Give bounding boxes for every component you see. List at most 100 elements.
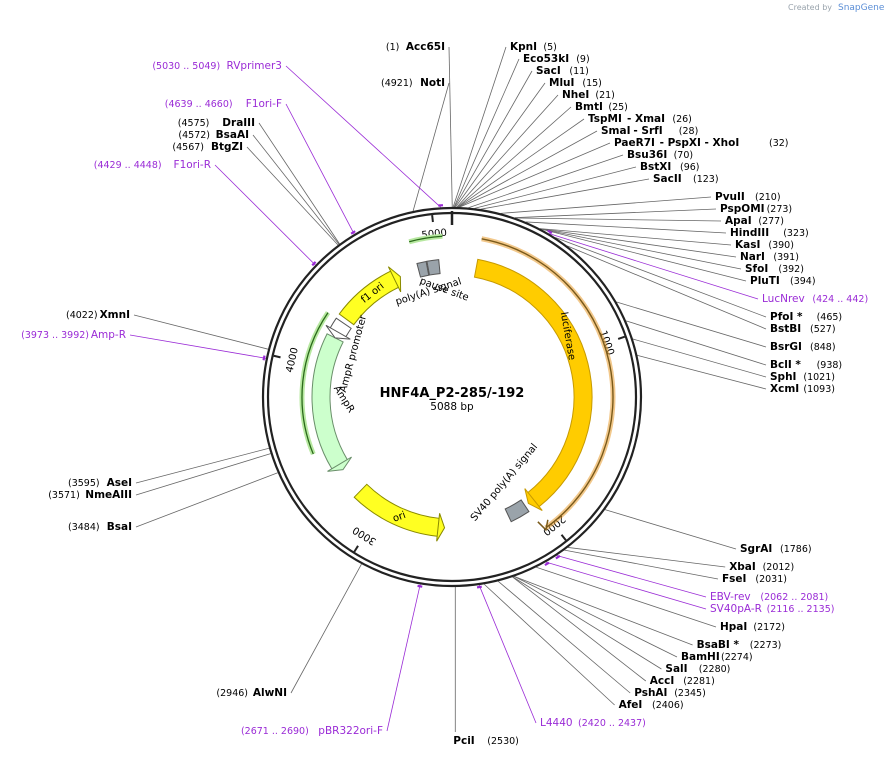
label-position: (1) [386, 42, 399, 53]
enzyme-eco53ki: Eco53kI (9) [523, 53, 590, 65]
label-position: (2281) [683, 676, 715, 687]
label-name: PfoI * [770, 311, 803, 323]
label-position: (391) [773, 252, 799, 263]
enzyme-pluti: PluTI(394) [750, 275, 816, 287]
enzyme-pcii: PciI(2530) [453, 735, 519, 747]
label-position: (2406) [652, 700, 684, 711]
leader-line [246, 146, 339, 246]
label-position: (3571) [48, 490, 80, 501]
leader-line [457, 106, 572, 208]
label-name: AfeI [619, 699, 643, 711]
leader-line [540, 228, 747, 282]
leader-line [474, 166, 637, 209]
label-name: NotI [420, 77, 445, 89]
leader-line [632, 338, 767, 378]
label-name: AccI [650, 675, 674, 687]
enzyme-acc65i: Acc65I (1) [386, 41, 445, 53]
label-name: HpaI [720, 621, 747, 633]
feature-ori [353, 483, 446, 542]
enzyme-bstxi: BstXI(96) [640, 161, 700, 173]
ruler-tick-label: 3000 [351, 524, 378, 547]
label-name: SphI [770, 371, 796, 383]
enzyme-acci: AccI (2281) [650, 675, 715, 687]
label-name: NarI [740, 251, 765, 263]
primer-sv40pa-r: SV40pA-R(2116 .. 2135) [710, 603, 834, 615]
label-extra: - PspXI - XhoI [660, 137, 740, 149]
label-name: ApaI [725, 215, 752, 227]
label-position: (28) [679, 126, 699, 137]
feature-luciferase [473, 258, 593, 511]
leader-line [412, 82, 450, 212]
enzyme-bsrgi: BsrGI(848) [770, 341, 836, 353]
leader-line [514, 208, 717, 219]
ruler-tick [560, 534, 567, 541]
enzyme-bsabi: BsaBI *(2273) [697, 639, 782, 651]
leader-line [285, 65, 442, 208]
enzyme-bamhi: BamHI(2274) [681, 651, 753, 663]
primer-site-mark [350, 230, 356, 235]
label-position: (123) [693, 174, 719, 185]
leader-line [386, 584, 421, 732]
label-extra: - SrfI [633, 125, 662, 137]
label-name: HindIII [730, 227, 769, 239]
label-name: RVprimer3 [227, 60, 283, 72]
label-position: (4567) [172, 142, 204, 153]
enzyme-bsaai: BsaAI(4572) [178, 129, 249, 141]
label-name: SgrAI [740, 543, 772, 555]
primer-rvprimer3: RVprimer3(5030 .. 5049) [152, 60, 282, 72]
primer-site-mark [417, 584, 423, 588]
label-name: BsaI [107, 521, 132, 533]
plasmid-name: HNF4A_P2-285/-192 [380, 386, 525, 401]
leader-line [536, 566, 717, 628]
leader-line [214, 164, 316, 266]
enzyme-bcli: BclI *(938) [770, 359, 842, 371]
leader-lines [129, 46, 767, 732]
label-name: Acc65I [406, 41, 445, 53]
label-position: (4429 .. 4448) [94, 160, 162, 171]
enzyme-asei: AseI(3595) [68, 477, 132, 489]
label-name: Eco53kI [523, 53, 569, 65]
enzyme-nari: NarI (391) [740, 251, 799, 263]
label-name: EBV-rev [710, 591, 751, 603]
leader-line [525, 221, 727, 234]
leader-line [133, 314, 269, 350]
label-position: (4022) [66, 310, 98, 321]
leader-line [515, 217, 722, 222]
enzyme-xmni: XmnI(4022) [66, 309, 130, 321]
label-name: BstBI [770, 323, 801, 335]
label-position: (424 .. 442) [812, 294, 868, 305]
label-name: SmaI [601, 125, 631, 137]
label-position: (9) [576, 54, 589, 65]
primer-site-mark [547, 229, 553, 234]
primer-l4440: L4440(2420 .. 2437) [540, 717, 646, 729]
label-name: PciI [453, 735, 474, 747]
label-name: XbaI [729, 561, 756, 573]
label-name: PvuII [715, 191, 745, 203]
label-position: (1786) [780, 544, 812, 555]
leader-line [497, 580, 631, 694]
label-name: BstXI [640, 161, 671, 173]
enzyme-pfoi: PfoI *(465) [770, 311, 842, 323]
label-extra: - XmaI [627, 113, 665, 125]
enzyme-bstbi: BstBI(527) [770, 323, 836, 335]
label-position: (392) [778, 264, 804, 275]
feature-f1-ori [338, 266, 402, 326]
label-name: Amp-R [91, 329, 126, 341]
label-name: BclI * [770, 359, 801, 371]
leader-line [252, 134, 340, 245]
ruler-tick [273, 354, 281, 359]
leader-line [290, 563, 362, 694]
label-position: (2116 .. 2135) [767, 604, 835, 615]
primer-site-mark [544, 561, 550, 566]
enzyme-hpai: HpaI(2172) [720, 621, 785, 633]
leader-line [500, 196, 712, 214]
label-position: (3484) [68, 522, 100, 533]
label-position: (2273) [750, 640, 782, 651]
primer-pbr322ori-f: pBR322ori-F(2671 .. 2690) [241, 725, 383, 737]
label-position: (1093) [803, 384, 835, 395]
leader-line [604, 509, 737, 550]
leader-line [483, 583, 615, 706]
ruler-tick [617, 335, 626, 340]
label-name: TspMI [588, 113, 622, 125]
label-position: (2671 .. 2690) [241, 726, 309, 737]
